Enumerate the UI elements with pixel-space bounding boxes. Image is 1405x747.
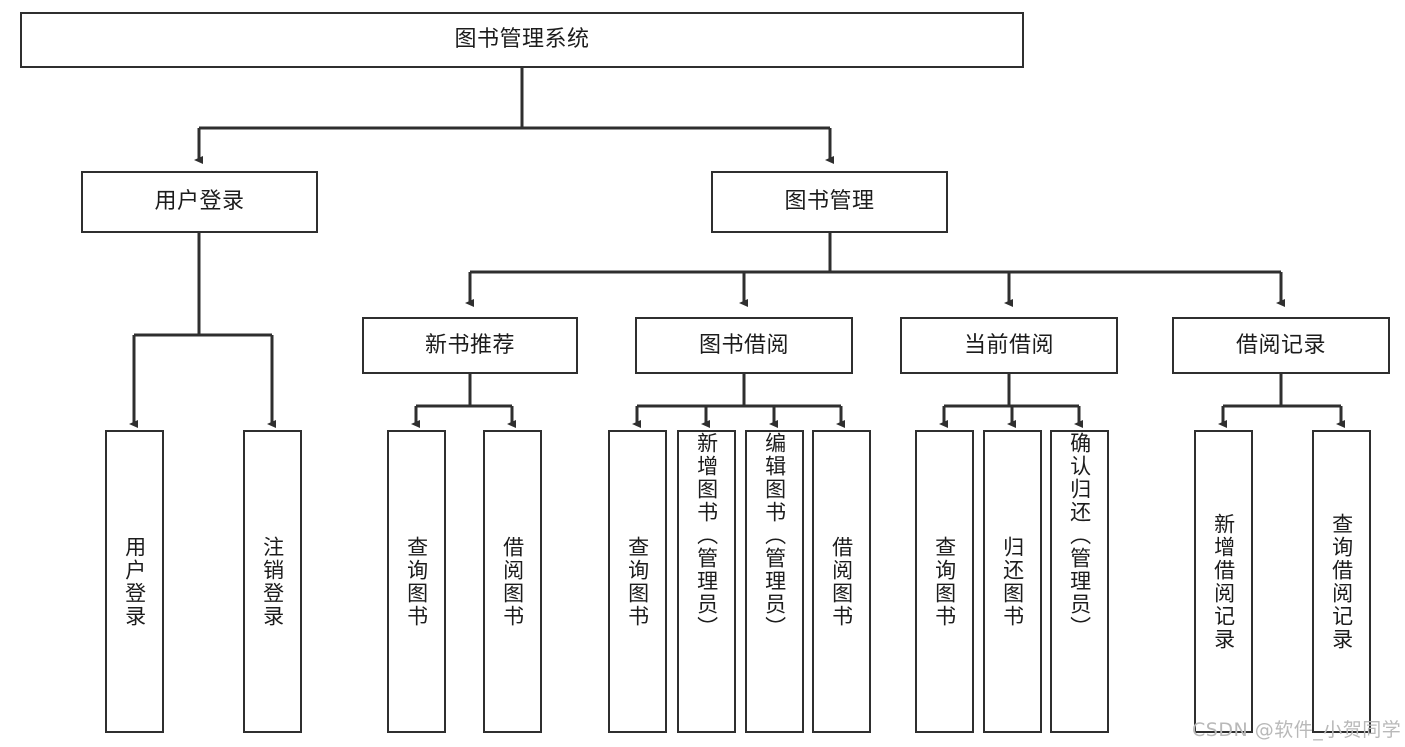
node-current-borrow[interactable]: 当前借阅: [900, 317, 1118, 374]
node-leaf-add-borrow-record[interactable]: 新增借阅记录: [1194, 430, 1253, 733]
node-leaf-add-book-admin-label: 新增图书（管理员）: [694, 432, 719, 639]
node-book-borrow[interactable]: 图书借阅: [635, 317, 853, 374]
node-borrow-record-label: 借阅记录: [1235, 332, 1326, 358]
node-book-manage-label: 图书管理: [784, 189, 875, 215]
node-leaf-user-login[interactable]: 用户登录: [105, 430, 164, 733]
node-root[interactable]: 图书管理系统: [20, 12, 1024, 68]
node-leaf-return-book[interactable]: 归还图书: [983, 430, 1042, 733]
node-root-label: 图书管理系统: [454, 27, 590, 53]
node-leaf-return-book-label: 归还图书: [1000, 535, 1025, 628]
node-leaf-borrow-book-2-label: 借阅图书: [829, 535, 854, 628]
node-leaf-query-book-1[interactable]: 查询图书: [387, 430, 446, 733]
node-leaf-user-login-label: 用户登录: [122, 535, 147, 628]
node-borrow-record[interactable]: 借阅记录: [1172, 317, 1390, 374]
node-book-borrow-label: 图书借阅: [698, 332, 789, 358]
node-leaf-query-book-3-label: 查询图书: [932, 535, 957, 628]
node-leaf-add-book-admin[interactable]: 新增图书（管理员）: [677, 430, 736, 733]
node-leaf-edit-book-admin-label: 编辑图书（管理员）: [762, 432, 787, 639]
node-new-book-recommend-label: 新书推荐: [424, 332, 515, 358]
node-leaf-confirm-return-admin[interactable]: 确认归还（管理员）: [1050, 430, 1109, 733]
node-leaf-query-book-2[interactable]: 查询图书: [608, 430, 667, 733]
node-user-login-label: 用户登录: [154, 189, 245, 215]
node-leaf-add-borrow-record-label: 新增借阅记录: [1211, 512, 1236, 651]
node-user-login[interactable]: 用户登录: [81, 171, 318, 233]
node-leaf-edit-book-admin[interactable]: 编辑图书（管理员）: [745, 430, 804, 733]
node-book-manage[interactable]: 图书管理: [711, 171, 948, 233]
node-leaf-confirm-return-admin-label: 确认归还（管理员）: [1067, 432, 1092, 639]
node-leaf-logout-login[interactable]: 注销登录: [243, 430, 302, 733]
node-leaf-borrow-book-2[interactable]: 借阅图书: [812, 430, 871, 733]
node-leaf-query-book-3[interactable]: 查询图书: [915, 430, 974, 733]
node-leaf-logout-login-label: 注销登录: [260, 535, 285, 628]
csdn-watermark: CSDN @软件_小贺同学: [1192, 719, 1402, 741]
node-leaf-borrow-book-1[interactable]: 借阅图书: [483, 430, 542, 733]
node-current-borrow-label: 当前借阅: [963, 332, 1054, 358]
node-leaf-query-borrow-record[interactable]: 查询借阅记录: [1312, 430, 1371, 733]
node-new-book-recommend[interactable]: 新书推荐: [362, 317, 578, 374]
node-leaf-query-book-1-label: 查询图书: [404, 535, 429, 628]
node-leaf-borrow-book-1-label: 借阅图书: [500, 535, 525, 628]
node-leaf-query-book-2-label: 查询图书: [625, 535, 650, 628]
node-leaf-query-borrow-record-label: 查询借阅记录: [1329, 512, 1354, 651]
